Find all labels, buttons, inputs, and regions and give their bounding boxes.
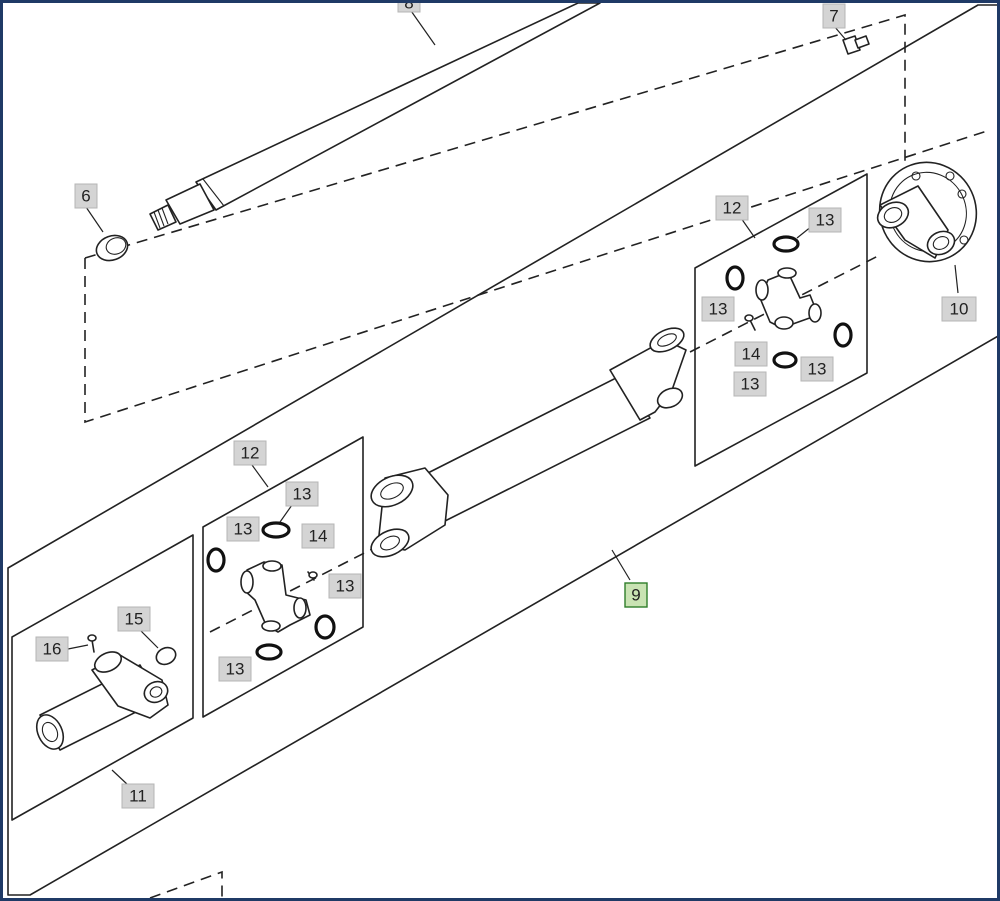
- svg-text:9: 9: [631, 586, 640, 605]
- svg-text:12: 12: [723, 199, 742, 218]
- svg-text:13: 13: [816, 211, 835, 230]
- leader-12a: [740, 217, 756, 239]
- callout-13b: 13: [701, 296, 735, 322]
- svg-text:14: 14: [309, 527, 328, 546]
- callout-13d: 13: [800, 356, 834, 382]
- svg-text:8: 8: [404, 3, 413, 13]
- svg-text:13: 13: [293, 485, 312, 504]
- leader-16: [67, 644, 89, 650]
- callout-13c: 13: [733, 371, 767, 397]
- svg-text:16: 16: [43, 640, 62, 659]
- dashed-reference-top: [84, 13, 906, 259]
- svg-text:6: 6: [81, 187, 90, 206]
- svg-text:15: 15: [125, 610, 144, 629]
- seal-ring-right-top: [772, 235, 800, 253]
- svg-text:13: 13: [808, 360, 827, 379]
- cross-ujoint-right: [755, 267, 822, 330]
- svg-text:13: 13: [336, 577, 355, 596]
- callout-14b: 14: [301, 523, 335, 549]
- svg-text:10: 10: [950, 300, 969, 319]
- callout-16: 16: [35, 636, 69, 662]
- svg-text:13: 13: [741, 375, 760, 394]
- callout-13a: 13: [808, 207, 842, 233]
- callout-9: 9: [624, 582, 648, 608]
- dashed-axis-ujoint-left: [209, 544, 381, 633]
- driveshaft-tube-part-9: [370, 327, 687, 558]
- svg-text:11: 11: [129, 787, 147, 806]
- callout-13f: 13: [226, 516, 260, 542]
- callout-15: 15: [117, 606, 151, 632]
- ujoint-kit-panel-right: [694, 173, 868, 467]
- leader-6: [85, 206, 104, 233]
- callout-14a: 14: [734, 341, 768, 367]
- leader-12b: [251, 464, 269, 488]
- seal-ring-right-left: [725, 265, 745, 291]
- leader-8: [408, 7, 436, 46]
- dashed-reference-upper: [84, 129, 991, 424]
- ring-part-6: [95, 234, 129, 262]
- ujoint-kit-panel-left: [202, 436, 364, 718]
- svg-text:13: 13: [709, 300, 728, 319]
- callout-13h: 13: [218, 656, 252, 682]
- leader-9: [611, 549, 631, 581]
- seal-ring-right-right: [833, 322, 853, 348]
- bolt-part-7: [842, 35, 870, 55]
- callout-12b: 12: [233, 440, 267, 466]
- cross-ujoint-left: [240, 560, 311, 633]
- exploded-parts-diagram: 8 7 6 12 13 13 14 13 13 10 12 13 13 14 1…: [7, 3, 997, 898]
- svg-text:7: 7: [829, 7, 838, 26]
- seal-ring-left-bottom: [255, 643, 283, 661]
- assembly-outline: [7, 4, 997, 896]
- leader-11: [111, 769, 129, 786]
- slip-yoke-panel: [11, 534, 194, 821]
- dashed-reference-bottom: [149, 870, 223, 898]
- svg-text:14: 14: [742, 345, 761, 364]
- svg-text:13: 13: [226, 660, 245, 679]
- plug-part-15: [155, 646, 177, 666]
- leader-13e: [279, 504, 293, 523]
- grease-fitting-left: [307, 571, 318, 581]
- seal-ring-left-top: [261, 521, 291, 539]
- callout-12a: 12: [715, 195, 749, 221]
- callout-7: 7: [822, 3, 846, 29]
- callout-10: 10: [941, 296, 977, 322]
- seal-ring-left-left: [206, 547, 226, 573]
- callout-13g: 13: [328, 573, 362, 599]
- svg-text:12: 12: [241, 444, 260, 463]
- slip-yoke-part-11: [35, 651, 169, 751]
- grease-fitting-right: [744, 314, 756, 331]
- callout-8: 8: [397, 3, 421, 13]
- leader-15: [139, 629, 159, 649]
- seal-ring-left-right: [314, 614, 336, 640]
- shaft-part-8: [149, 3, 601, 231]
- callout-13e: 13: [285, 481, 319, 507]
- flange-yoke-part-10: [876, 161, 978, 263]
- leader-10: [954, 264, 959, 294]
- callout-6: 6: [74, 183, 98, 209]
- svg-text:13: 13: [234, 520, 253, 539]
- seal-ring-right-bottom: [772, 351, 798, 369]
- grease-fitting-part-16: [87, 634, 97, 653]
- callout-11: 11: [121, 783, 155, 809]
